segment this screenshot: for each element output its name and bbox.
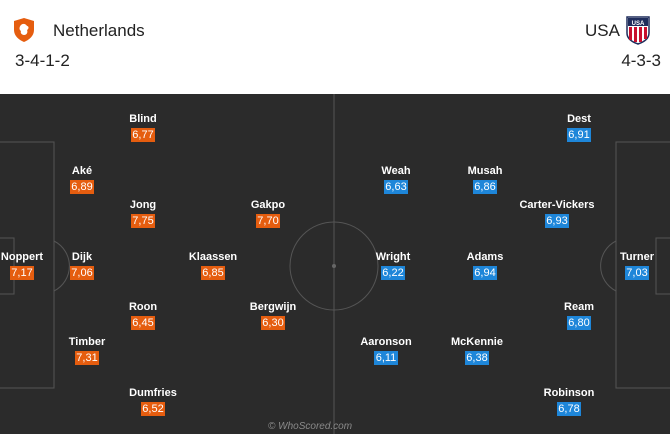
player-name[interactable]: Turner	[619, 251, 655, 263]
player-name[interactable]: Wright	[375, 251, 411, 263]
player-name[interactable]: Roon	[128, 301, 158, 313]
player-name[interactable]: Dest	[567, 113, 591, 125]
player-rating-badge: 6,89	[70, 180, 94, 194]
player-rating-badge: 6,38	[465, 351, 489, 365]
player-rating-badge: 6,77	[131, 128, 155, 142]
player-name[interactable]: Dumfries	[129, 387, 177, 399]
player-name[interactable]: Aké	[71, 165, 93, 177]
away-team-name[interactable]: USA	[585, 21, 620, 40]
usa-soccer-crest-icon: USA	[626, 16, 650, 45]
player-rating-badge: 6,85	[201, 266, 225, 280]
player-rating-badge: 7,06	[70, 266, 94, 280]
player-rating-badge: 6,93	[545, 214, 569, 228]
player-name[interactable]: Ream	[564, 301, 594, 313]
svg-text:USA: USA	[632, 21, 645, 27]
player-rating-badge: 7,75	[131, 214, 155, 228]
player-name[interactable]: Jong	[129, 199, 157, 211]
player-name[interactable]: McKennie	[451, 336, 503, 348]
away-formation: 4-3-3	[621, 51, 661, 70]
player-name[interactable]: Gakpo	[250, 199, 286, 211]
player-name[interactable]: Noppert	[0, 251, 44, 263]
watermark: © WhoScored.com	[268, 421, 353, 432]
player-rating-badge: 7,03	[625, 266, 649, 280]
player-name[interactable]: Bergwijn	[249, 301, 297, 313]
player-rating-badge: 6,52	[141, 402, 165, 416]
player-rating-badge: 6,80	[567, 316, 591, 330]
player-rating-badge: 6,86	[473, 180, 497, 194]
home-team-name[interactable]: Netherlands	[53, 21, 145, 40]
player-name[interactable]: Weah	[381, 165, 411, 177]
player-name[interactable]: Carter-Vickers	[519, 199, 595, 211]
player-name[interactable]: Aaronson	[360, 336, 412, 348]
player-rating-badge: 6,45	[131, 316, 155, 330]
player-name[interactable]: Robinson	[543, 387, 595, 399]
player-name[interactable]: Timber	[68, 336, 106, 348]
player-rating-badge: 6,78	[557, 402, 581, 416]
player-rating-badge: 7,31	[75, 351, 99, 365]
player-rating-badge: 6,63	[384, 180, 408, 194]
player-rating-badge: 6,11	[374, 351, 398, 365]
player-rating-badge: 6,91	[567, 128, 591, 142]
player-rating-badge: 6,94	[473, 266, 497, 280]
player-rating-badge: 6,22	[381, 266, 405, 280]
player-name[interactable]: Dijk	[71, 251, 93, 263]
player-rating-badge: 7,17	[10, 266, 34, 280]
match-header: Netherlands 3-4-1-2 USA USA 4-3-3	[0, 0, 670, 94]
netherlands-lion-crest-icon	[14, 18, 34, 42]
home-formation: 3-4-1-2	[15, 51, 70, 70]
pitch-markings	[0, 94, 670, 434]
player-name[interactable]: Klaassen	[188, 251, 238, 263]
player-name[interactable]: Blind	[129, 113, 157, 125]
player-name[interactable]: Adams	[466, 251, 504, 263]
player-name[interactable]: Musah	[467, 165, 503, 177]
player-rating-badge: 7,70	[256, 214, 280, 228]
player-rating-badge: 6,30	[261, 316, 285, 330]
